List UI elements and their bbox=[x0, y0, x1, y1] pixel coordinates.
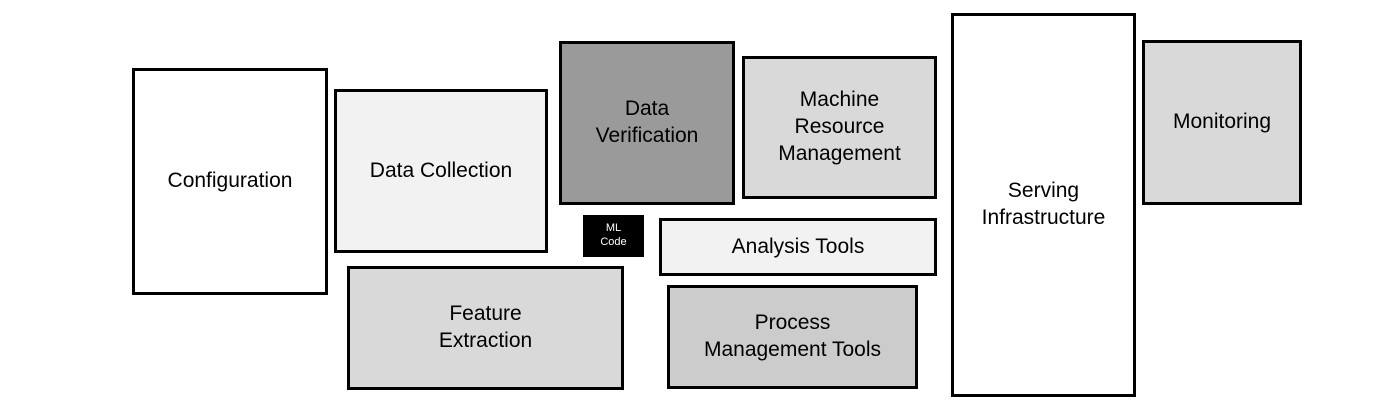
box-data-collection-label: Data Collection bbox=[369, 158, 513, 182]
box-analysis-tools-label: Analysis Tools bbox=[731, 234, 865, 258]
box-data-verification: Data Verification bbox=[559, 41, 735, 205]
box-serving-infrastructure: Serving Infrastructure bbox=[951, 13, 1136, 397]
box-monitoring-label: Monitoring bbox=[1172, 110, 1272, 134]
box-analysis-tools: Analysis Tools bbox=[659, 218, 937, 276]
box-configuration: Configuration bbox=[132, 68, 328, 295]
box-configuration-label: Configuration bbox=[167, 169, 293, 193]
box-data-verification-label: Data Verification bbox=[595, 97, 699, 147]
box-ml-code: ML Code bbox=[583, 215, 644, 257]
box-process-management-tools: Process Management Tools bbox=[667, 285, 918, 389]
box-serving-infrastructure-label: Serving Infrastructure bbox=[981, 179, 1106, 229]
box-feature-extraction: Feature Extraction bbox=[347, 266, 624, 390]
box-monitoring: Monitoring bbox=[1142, 40, 1302, 205]
box-data-collection: Data Collection bbox=[334, 89, 548, 253]
box-machine-resource-management: Machine Resource Management bbox=[742, 56, 937, 199]
box-machine-resource-management-label: Machine Resource Management bbox=[778, 88, 901, 165]
box-ml-code-label: ML Code bbox=[600, 222, 627, 248]
box-process-management-tools-label: Process Management Tools bbox=[703, 311, 882, 361]
box-feature-extraction-label: Feature Extraction bbox=[438, 302, 533, 352]
